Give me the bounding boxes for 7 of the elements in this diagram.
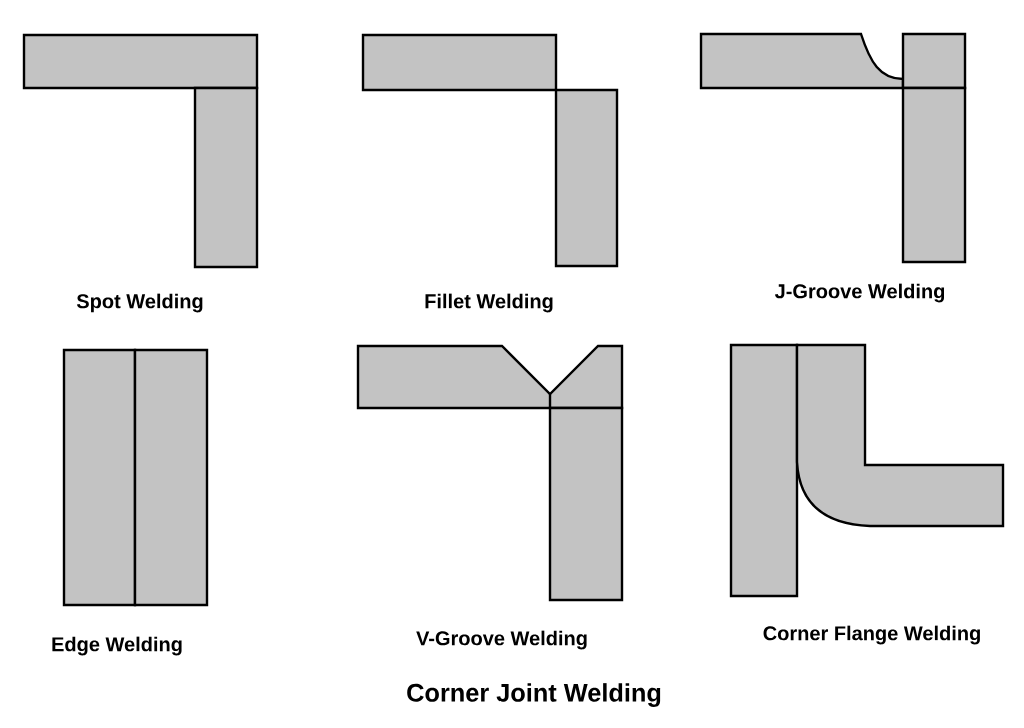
joint-label: Fillet Welding <box>425 293 553 313</box>
joint-label: J-Groove Welding <box>774 283 945 303</box>
diagram-title: Corner Joint Welding <box>407 683 661 707</box>
joint-label: Spot Welding <box>76 293 203 313</box>
joint-label: Corner Flange Welding <box>763 625 980 645</box>
joint-label: V-Groove Welding <box>416 630 587 650</box>
joint-label: Edge Welding <box>52 636 182 656</box>
